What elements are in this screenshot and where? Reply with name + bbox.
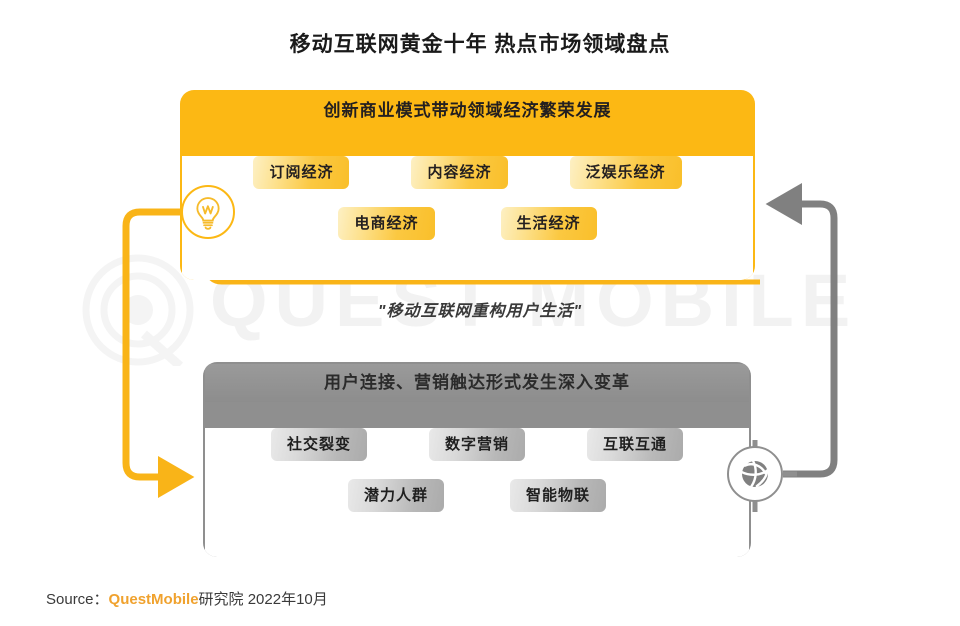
yellow-pill-row-1: 订阅经济 内容经济 泛娱乐经济 bbox=[182, 156, 753, 189]
lightbulb-node[interactable] bbox=[181, 185, 235, 239]
pill-life-economy[interactable]: 生活经济 bbox=[500, 207, 597, 240]
source-line: Source：QuestMobile研究院 2022年10月 bbox=[46, 588, 328, 609]
yellow-loop-arrow-down-path bbox=[122, 208, 195, 498]
gray-loop-arrow-up-path bbox=[765, 183, 838, 478]
pill-pan-entertainment-economy[interactable]: 泛娱乐经济 bbox=[569, 156, 682, 189]
pill-ecommerce-economy[interactable]: 电商经济 bbox=[338, 207, 435, 240]
yellow-card: 创新商业模式带动领域经济繁荣发展 订阅经济 内容经济 泛娱乐经济 电商经济 生活… bbox=[180, 90, 755, 280]
page-title: 移动互联网黄金十年 热点市场领域盘点 bbox=[289, 33, 671, 56]
globe-network-icon bbox=[740, 459, 769, 488]
pill-social-fission[interactable]: 社交裂变 bbox=[270, 428, 367, 461]
center-quote: "移动互联网重构用户生活" bbox=[377, 303, 583, 320]
gray-card: 用户连接、营销触达形式发生深入变革 社交裂变 数字营销 互联互通 潜力人群 智能… bbox=[203, 362, 751, 557]
lightbulb-icon bbox=[196, 197, 220, 230]
pill-digital-marketing[interactable]: 数字营销 bbox=[428, 428, 525, 461]
pill-potential-audience[interactable]: 潜力人群 bbox=[347, 479, 444, 512]
pill-subscription-economy[interactable]: 订阅经济 bbox=[253, 156, 350, 189]
source-rest: 研究院 2022年10月 bbox=[198, 591, 328, 608]
gray-card-header: 用户连接、营销触达形式发生深入变革 bbox=[205, 364, 749, 402]
yellow-card-body: 订阅经济 内容经济 泛娱乐经济 电商经济 生活经济 bbox=[182, 156, 753, 280]
yellow-pill-row-2: 电商经济 生活经济 bbox=[182, 207, 753, 240]
pill-interconnection[interactable]: 互联互通 bbox=[587, 428, 684, 461]
pill-content-economy[interactable]: 内容经济 bbox=[411, 156, 508, 189]
yellow-card-header: 创新商业模式带动领域经济繁荣发展 bbox=[323, 101, 612, 120]
gray-card-body: 社交裂变 数字营销 互联互通 潜力人群 智能物联 bbox=[205, 428, 749, 557]
pill-smart-iot[interactable]: 智能物联 bbox=[510, 479, 607, 512]
source-label: Source： bbox=[46, 591, 109, 608]
source-brand: QuestMobile bbox=[108, 591, 199, 608]
globe-network-node[interactable] bbox=[727, 446, 783, 502]
gray-pill-row-2: 潜力人群 智能物联 bbox=[205, 479, 749, 512]
gray-pill-row-1: 社交裂变 数字营销 互联互通 bbox=[205, 428, 749, 461]
